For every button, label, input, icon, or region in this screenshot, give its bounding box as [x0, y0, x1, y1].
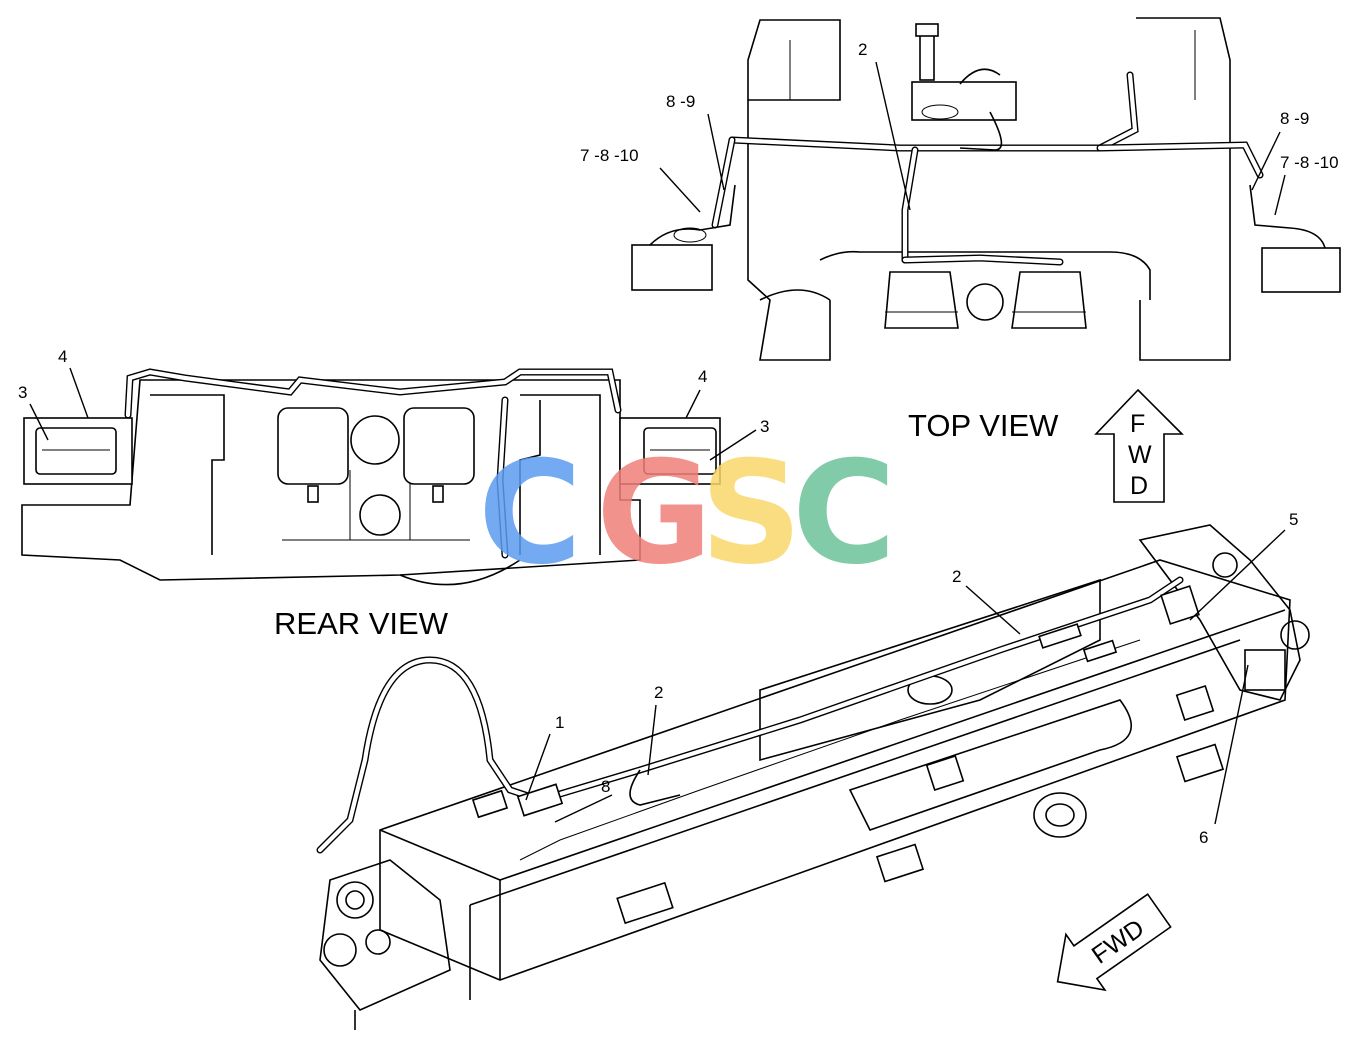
callout-top-right-8-9: 8 -9 — [1280, 109, 1309, 128]
isometric-view-callouts: 1 2 2 8 5 6 — [525, 510, 1298, 847]
callout-rear-left-3: 3 — [18, 383, 27, 402]
callout-top-left-7-8-10: 7 -8 -10 — [580, 146, 639, 165]
watermark-letter-g: G — [596, 431, 713, 596]
callout-rear-left-4: 4 — [58, 347, 67, 366]
callout-top-right-7-8-10: 7 -8 -10 — [1280, 153, 1339, 172]
top-view-callouts: 2 8 -9 7 -8 -10 8 -9 7 -8 -10 — [580, 40, 1339, 216]
callout-top-left-8-9: 8 -9 — [666, 92, 695, 111]
callout-iso-8: 8 — [601, 777, 610, 796]
top-fwd-arrow: F W D — [1094, 388, 1184, 503]
top-fwd-letter-w: W — [1128, 441, 1152, 469]
callout-iso-5: 5 — [1289, 510, 1298, 529]
watermark-letter-s: S — [700, 431, 802, 596]
bottom-fwd-arrow: FWD — [1056, 893, 1172, 992]
top-fwd-letter-d: D — [1130, 472, 1148, 500]
cgsc-watermark: C G S C — [478, 431, 896, 596]
top-view-drawing — [631, 17, 1341, 361]
isometric-view-drawing — [316, 524, 1310, 1030]
watermark-letter-c1: C — [478, 431, 582, 596]
callout-iso-6: 6 — [1199, 828, 1208, 847]
top-view-label: TOP VIEW — [908, 408, 1059, 443]
callout-rear-right-4: 4 — [698, 367, 707, 386]
callout-rear-right-3: 3 — [760, 417, 769, 436]
callout-iso-1: 1 — [555, 713, 564, 732]
callout-top-2: 2 — [858, 40, 867, 59]
watermark-letter-c2: C — [792, 431, 896, 596]
callout-iso-2a: 2 — [654, 683, 663, 702]
rear-view-drawing — [21, 368, 721, 586]
callout-iso-2b: 2 — [952, 567, 961, 586]
rear-view-callouts: 4 3 4 3 — [18, 347, 769, 461]
rear-view-label: REAR VIEW — [274, 606, 449, 641]
top-fwd-letter-f: F — [1130, 410, 1145, 438]
